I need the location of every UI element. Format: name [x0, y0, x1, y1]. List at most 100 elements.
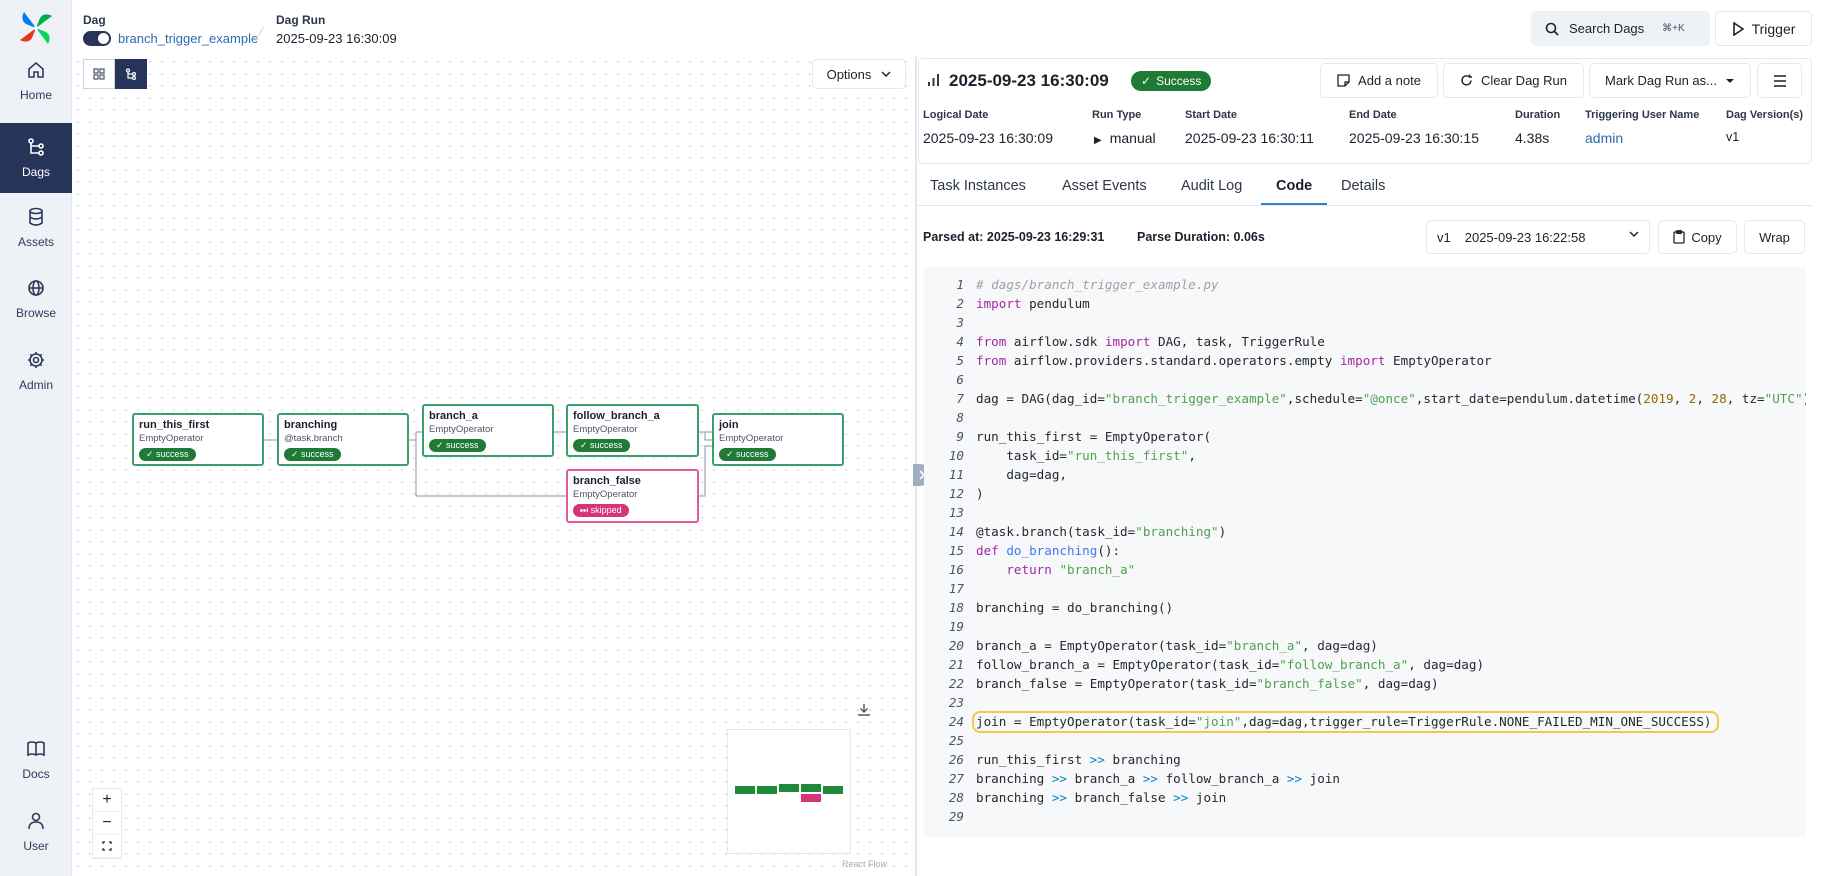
line-number: 15: [948, 543, 964, 558]
clipboard-icon: [1673, 230, 1685, 244]
code-text: dag = DAG(dag_id="branch_trigger_example…: [976, 391, 1806, 406]
line-number: 12: [948, 486, 964, 501]
nav-dags-label: Dags: [21, 165, 50, 179]
options-button[interactable]: Options: [812, 59, 906, 89]
line-number: 13: [948, 505, 964, 520]
nav-home[interactable]: Home: [0, 46, 72, 116]
note-icon: [1337, 74, 1350, 87]
dag-version-value: v1: [1726, 130, 1740, 144]
mark-dag-run-as-button[interactable]: Mark Dag Run as...: [1589, 63, 1751, 98]
nav-browse[interactable]: Browse: [0, 264, 72, 334]
add-note-label: Add a note: [1358, 73, 1421, 88]
wrap-button[interactable]: Wrap: [1744, 220, 1805, 254]
tab-details[interactable]: Details: [1341, 178, 1386, 194]
graph-view-button[interactable]: [115, 59, 147, 89]
code-text: branching >> branch_a >> follow_branch_a…: [976, 771, 1340, 786]
search-dags-label: Search Dags: [1569, 21, 1645, 36]
tab-asset-events[interactable]: Asset Events: [1062, 178, 1147, 194]
dag-label: Dag: [83, 13, 106, 27]
search-dags-button[interactable]: Search Dags ⌘+K: [1531, 11, 1710, 46]
mark-dag-run-label: Mark Dag Run as...: [1605, 73, 1717, 88]
task-operator: EmptyOperator: [139, 433, 204, 444]
task-operator: @task.branch: [284, 433, 343, 444]
nav-user[interactable]: User: [0, 797, 72, 867]
nav-user-label: User: [23, 839, 49, 853]
code-text: run_this_first >> branching: [976, 752, 1181, 767]
zoom-in-button[interactable]: +: [93, 789, 121, 812]
code-text: dag=dag,: [976, 467, 1067, 482]
copy-button[interactable]: Copy: [1658, 220, 1737, 254]
code-text: def do_branching():: [976, 543, 1121, 558]
react-flow-attribution[interactable]: React Flow: [842, 859, 888, 869]
download-icon[interactable]: [857, 703, 871, 717]
user-icon: [28, 812, 44, 830]
book-icon: [27, 741, 45, 757]
minimap[interactable]: [727, 729, 851, 854]
task-node-follow-branch-a[interactable]: follow_branch_a EmptyOperator ✓ success: [566, 404, 699, 457]
version-select[interactable]: v1 2025-09-23 16:22:58: [1426, 220, 1650, 254]
line-number: 16: [948, 562, 964, 577]
line-number: 14: [948, 524, 964, 539]
code-text: # dags/branch_trigger_example.py: [976, 277, 1219, 292]
add-note-button[interactable]: Add a note: [1320, 63, 1438, 98]
dag-pause-toggle[interactable]: [83, 31, 111, 46]
line-number: 20: [948, 638, 964, 653]
code-text: ): [976, 486, 984, 501]
code-text: from airflow.providers.standard.operator…: [976, 353, 1492, 368]
options-label: Options: [826, 66, 872, 82]
caret-down-icon: [1726, 78, 1734, 83]
line-number: 1: [956, 277, 964, 292]
line-number: 8: [956, 410, 964, 425]
nav-assets[interactable]: Assets: [0, 193, 72, 263]
minimap-node: [801, 794, 821, 802]
nav-browse-label: Browse: [15, 306, 56, 320]
fit-view-button[interactable]: [93, 835, 121, 858]
task-name: branch_a: [429, 410, 478, 422]
nav-dags[interactable]: Dags: [0, 123, 72, 193]
task-node-branch-a[interactable]: branch_a EmptyOperator ✓ success: [422, 404, 554, 457]
grid-view-button[interactable]: [83, 59, 115, 89]
line-number: 6: [956, 372, 964, 387]
minimap-node: [823, 786, 843, 794]
chevron-down-icon: [881, 71, 891, 77]
task-node-run-this-first[interactable]: run_this_first EmptyOperator ✓ success: [132, 413, 264, 466]
task-node-join[interactable]: join EmptyOperator ✓ success: [712, 413, 844, 466]
chevron-down-icon: [1629, 231, 1639, 237]
line-number: 5: [956, 353, 964, 368]
task-operator: EmptyOperator: [719, 433, 784, 444]
database-icon: [29, 207, 43, 226]
nav-admin[interactable]: Admin: [0, 336, 72, 406]
code-text: follow_branch_a = EmptyOperator(task_id=…: [976, 657, 1485, 672]
nav-docs[interactable]: Docs: [0, 725, 72, 795]
bar-chart-icon: [928, 74, 939, 86]
tab-task-instances[interactable]: Task Instances: [930, 178, 1026, 194]
airflow-logo-icon[interactable]: [18, 10, 54, 46]
code-text: branch_a = EmptyOperator(task_id="branch…: [976, 638, 1378, 653]
tab-audit-log[interactable]: Audit Log: [1181, 178, 1243, 194]
dag-name-link[interactable]: branch_trigger_example: [118, 31, 259, 46]
clear-dag-run-label: Clear Dag Run: [1481, 73, 1567, 88]
dag-run-label: Dag Run: [276, 13, 326, 27]
fit-view-icon: [102, 841, 112, 851]
nav-assets-label: Assets: [17, 235, 54, 249]
zoom-out-button[interactable]: −: [93, 812, 121, 835]
status-badge: ✓ success: [573, 439, 630, 452]
line-number: 3: [956, 315, 964, 330]
tab-code[interactable]: Code: [1276, 178, 1313, 194]
minimap-node: [801, 784, 821, 792]
line-number: 17: [948, 581, 964, 596]
triggering-user-link[interactable]: admin: [1585, 130, 1624, 146]
menu-button[interactable]: [1757, 63, 1802, 98]
clear-dag-run-button[interactable]: Clear Dag Run: [1443, 63, 1584, 98]
trigger-label: Trigger: [1751, 20, 1796, 37]
task-node-branch-false[interactable]: branch_false EmptyOperator ⏭ skipped: [566, 469, 699, 523]
line-number: 26: [948, 752, 964, 767]
task-node-branching[interactable]: branching @task.branch ✓ success: [277, 413, 409, 466]
line-number: 9: [956, 429, 964, 444]
version-date: 2025-09-23 16:22:58: [1464, 229, 1586, 245]
search-shortcut: ⌘+K: [1662, 23, 1685, 34]
search-icon: [1545, 22, 1559, 36]
trigger-button[interactable]: Trigger: [1715, 11, 1812, 46]
view-toggle: [83, 59, 147, 89]
